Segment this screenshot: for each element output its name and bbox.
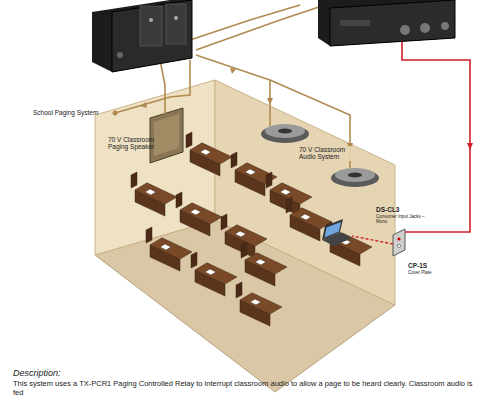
system-label: School Paging System	[33, 109, 98, 116]
left-wall	[95, 80, 215, 255]
ceiling-speaker	[331, 168, 379, 187]
description-text: This system uses a TX-PCR1 Paging Contro…	[13, 380, 483, 397]
chair	[186, 132, 192, 148]
chair	[241, 242, 247, 258]
chair	[131, 172, 137, 188]
paper	[255, 259, 266, 265]
desk-top	[245, 253, 287, 274]
amplifier	[318, 0, 455, 46]
chair	[236, 282, 242, 298]
part-description: Consumer Input Jacks – Mono	[376, 214, 436, 224]
paper	[145, 189, 156, 195]
relay-device	[92, 0, 192, 72]
speaker-grille	[154, 114, 179, 156]
arrowhead	[140, 68, 353, 150]
desk-top	[180, 203, 222, 224]
arrowhead	[467, 143, 473, 150]
wall-plate	[393, 229, 405, 256]
paper	[205, 269, 216, 275]
part-number: CP-1S	[408, 262, 427, 269]
floor	[95, 220, 395, 392]
ceiling-speaker	[261, 124, 309, 143]
paper	[190, 209, 201, 215]
paper	[250, 299, 261, 305]
audio-wire	[402, 40, 470, 232]
chair	[286, 197, 292, 213]
chair	[266, 172, 272, 188]
desk-top	[240, 293, 282, 314]
paper	[235, 231, 246, 237]
part-number: DS-CL3	[376, 206, 399, 213]
chair	[176, 192, 182, 208]
wire-end	[113, 111, 118, 116]
chair	[221, 214, 227, 230]
paper	[200, 149, 211, 155]
desks	[131, 132, 372, 326]
laptop	[322, 219, 352, 246]
speaker-label: 70 V Classroom Paging Speaker	[108, 136, 156, 151]
heading: Description:	[13, 368, 61, 378]
chair	[191, 252, 197, 268]
chair	[146, 227, 152, 243]
paging-speaker	[150, 108, 183, 163]
audio-cord	[352, 236, 393, 244]
chair	[231, 152, 237, 168]
desk-top	[195, 263, 237, 284]
desk-top	[135, 183, 177, 204]
paper	[280, 189, 291, 195]
back-wall	[215, 80, 395, 305]
paper	[160, 244, 171, 250]
paper	[245, 169, 256, 175]
paper	[300, 214, 311, 220]
desk-top	[150, 238, 192, 259]
part-description: Cover Plate	[408, 270, 432, 275]
desk-top	[190, 143, 232, 164]
speaker-label: 70 V Classroom Audio System	[298, 146, 356, 161]
